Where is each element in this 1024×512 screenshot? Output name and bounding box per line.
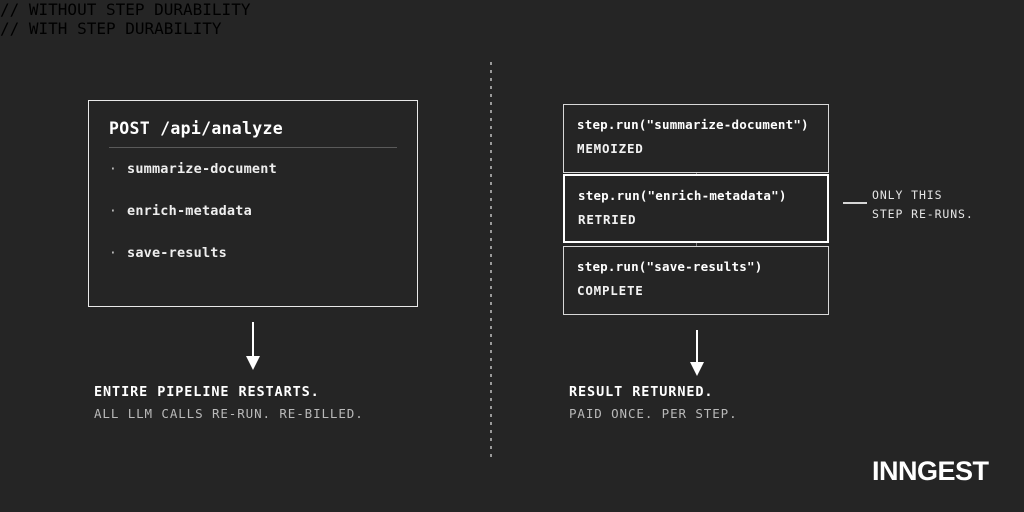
step-card-summarize-document: step.run("summarize-document") MEMOIZED [563, 104, 829, 173]
status-badge: RETRIED [578, 212, 637, 227]
step-connector [696, 243, 697, 247]
inngest-logo: INNGEST [872, 456, 989, 486]
list-item: · summarize-document [109, 161, 401, 203]
annotation-leader-line [843, 202, 867, 204]
list-item-label: save-results [127, 245, 227, 261]
bullet-icon: · [109, 162, 117, 177]
annotation-text: ONLY THIS STEP RE-RUNS. [872, 186, 974, 224]
arrow-stem [696, 330, 698, 364]
request-card: POST /api/analyze · summarize-document ·… [88, 100, 418, 307]
status-badge: MEMOIZED [577, 141, 644, 156]
step-card-call: step.run("enrich-metadata") [578, 188, 787, 203]
step-card-call: step.run("summarize-document") [577, 117, 809, 132]
bullet-icon: · [109, 204, 117, 219]
arrow-stem [252, 322, 254, 358]
arrow-head [246, 356, 260, 370]
annotation-line-1: ONLY THIS [872, 188, 943, 202]
arrow-head [690, 362, 704, 376]
left-section-comment: // WITHOUT STEP DURABILITY [0, 0, 251, 19]
request-step-list: · summarize-document · enrich-metadata ·… [109, 161, 401, 287]
left-outcome: ENTIRE PIPELINE RESTARTS. ALL LLM CALLS … [94, 381, 364, 425]
step-card-call: step.run("save-results") [577, 259, 763, 274]
right-outcome-headline: RESULT RETURNED. [569, 384, 714, 400]
down-arrow-icon [246, 322, 260, 372]
left-outcome-sub: ALL LLM CALLS RE-RUN. RE-BILLED. [94, 406, 364, 421]
request-title: POST /api/analyze [109, 119, 283, 138]
list-item-label: summarize-document [127, 161, 277, 177]
step-card-save-results: step.run("save-results") COMPLETE [563, 246, 829, 315]
right-outcome: RESULT RETURNED. PAID ONCE. PER STEP. [569, 381, 738, 425]
right-outcome-sub: PAID ONCE. PER STEP. [569, 406, 738, 421]
request-card-divider [109, 147, 397, 148]
right-section-comment: // WITH STEP DURABILITY [0, 19, 222, 38]
vertical-dotted-divider [490, 62, 492, 462]
bullet-icon: · [109, 246, 117, 261]
list-item: · enrich-metadata [109, 203, 401, 245]
step-card-enrich-metadata: step.run("enrich-metadata") RETRIED [563, 174, 829, 243]
list-item-label: enrich-metadata [127, 203, 252, 219]
status-badge: COMPLETE [577, 283, 644, 298]
annotation-line-2: STEP RE-RUNS. [872, 207, 974, 221]
list-item: · save-results [109, 245, 401, 287]
down-arrow-icon [690, 330, 704, 378]
left-outcome-headline: ENTIRE PIPELINE RESTARTS. [94, 384, 320, 400]
